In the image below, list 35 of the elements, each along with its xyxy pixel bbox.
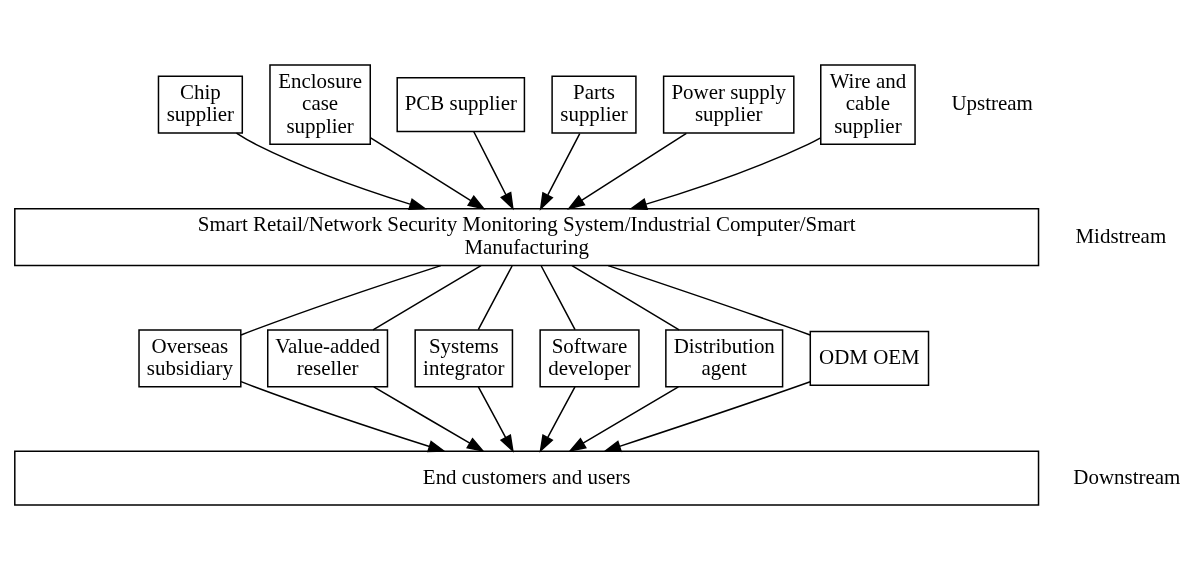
arrow xyxy=(373,385,485,452)
node-box: Chip supplier xyxy=(157,74,244,134)
node-box: Parts supplier xyxy=(551,74,637,134)
node-box: Systems integrator xyxy=(414,328,514,387)
arrow xyxy=(235,131,428,210)
arrow xyxy=(603,380,811,452)
arrow xyxy=(240,380,446,452)
connector xyxy=(571,264,680,331)
node-box: PCB supplier xyxy=(396,76,526,132)
label: Midstream xyxy=(1075,223,1167,248)
connector xyxy=(372,264,482,331)
arrow xyxy=(568,385,680,452)
node-box: End customers and users xyxy=(14,449,1040,506)
connector xyxy=(607,264,811,336)
connector xyxy=(540,264,576,330)
label: Downstream xyxy=(1073,464,1181,489)
node-box: Wire and cable supplier xyxy=(820,63,916,145)
arrow xyxy=(369,136,486,210)
node-box: Distribution agent xyxy=(665,328,784,387)
arrow xyxy=(629,136,821,210)
connector xyxy=(240,264,442,336)
node-box: Power supply supplier xyxy=(662,74,795,134)
node-box: Enclosure case supplier xyxy=(269,63,371,145)
node-box: Value-added reseller xyxy=(267,328,389,387)
arrow xyxy=(539,385,576,453)
arrow xyxy=(473,130,514,210)
label: Upstream xyxy=(951,90,1033,115)
node-box: Smart Retail/Network Security Monitoring System/Industrial Computer/Smart Manufacturing xyxy=(14,207,1040,266)
arrow xyxy=(567,132,688,210)
node-box: Software developer xyxy=(539,328,640,387)
node-box: Overseas subsidiary xyxy=(138,328,242,387)
arrow xyxy=(539,132,581,211)
connector xyxy=(477,264,513,330)
node-box: ODM OEM xyxy=(809,330,930,386)
arrow xyxy=(477,385,514,453)
